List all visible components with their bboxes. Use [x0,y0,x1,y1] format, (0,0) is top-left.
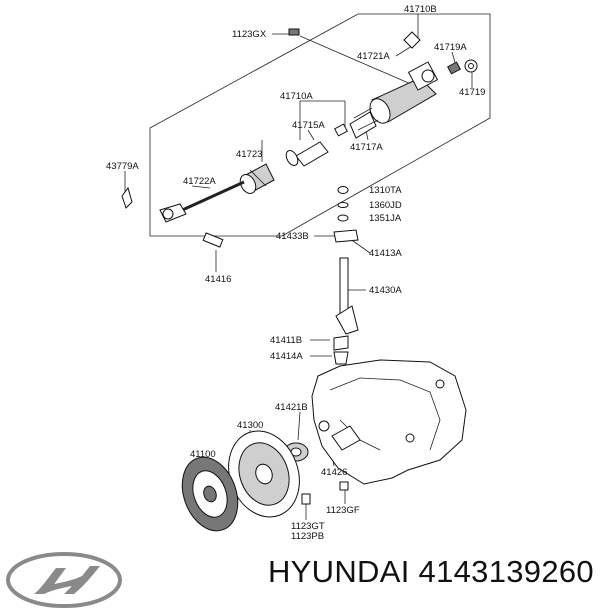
label-41413A: 41413A [369,248,402,259]
label-43779A: 43779A [106,161,139,172]
label-41433B: 41433B [276,231,309,242]
slave-cylinder [288,28,478,124]
push-rod [121,180,245,248]
label-1310TA: 1310TA [369,185,402,196]
label-41717A: 41717A [350,142,383,153]
bolts [301,481,349,505]
label-1123GT: 1123GT [291,521,325,532]
label-1123PB: 1123PB [291,531,324,540]
footer: HYUNDAI 4143139260 [0,540,600,608]
clutch-parts-diagram: 41710B 1123GX 41721A 41719A 41719 41710A… [106,4,491,540]
label-41421B: 41421B [275,402,308,413]
label-41715A: 41715A [292,120,325,131]
part-labels: 41710B 1123GX 41721A 41719A 41719 41710A… [106,4,485,540]
label-41722A: 41722A [183,176,216,187]
label-41710B: 41710B [404,4,437,15]
label-41719: 41719 [459,87,485,98]
label-1123GF: 1123GF [326,505,360,516]
hyundai-logo-icon [6,552,122,608]
label-41719A: 41719A [434,42,467,53]
assembly-frame [149,13,491,237]
label-41723: 41723 [236,149,262,160]
label-41426: 41426 [321,467,347,478]
release-fork-shaft [333,186,359,365]
label-41430A: 41430A [369,285,402,296]
label-41100: 41100 [190,449,216,460]
transmission-housing [311,359,467,485]
label-41411B: 41411B [270,335,302,346]
clutch-disc [181,456,239,532]
label-1360JD: 1360JD [369,200,402,211]
label-1123GX: 1123GX [232,29,267,40]
label-41416: 41416 [205,274,231,285]
cylinder-internals [239,107,379,194]
label-41414A: 41414A [270,351,303,362]
label-41721A: 41721A [357,51,390,62]
label-41300: 41300 [237,420,263,431]
label-41710A: 41710A [280,91,313,102]
label-1351JA: 1351JA [369,213,402,224]
brand-part-number: HYUNDAI 4143139260 [268,554,594,589]
pressure-plate [228,430,300,518]
